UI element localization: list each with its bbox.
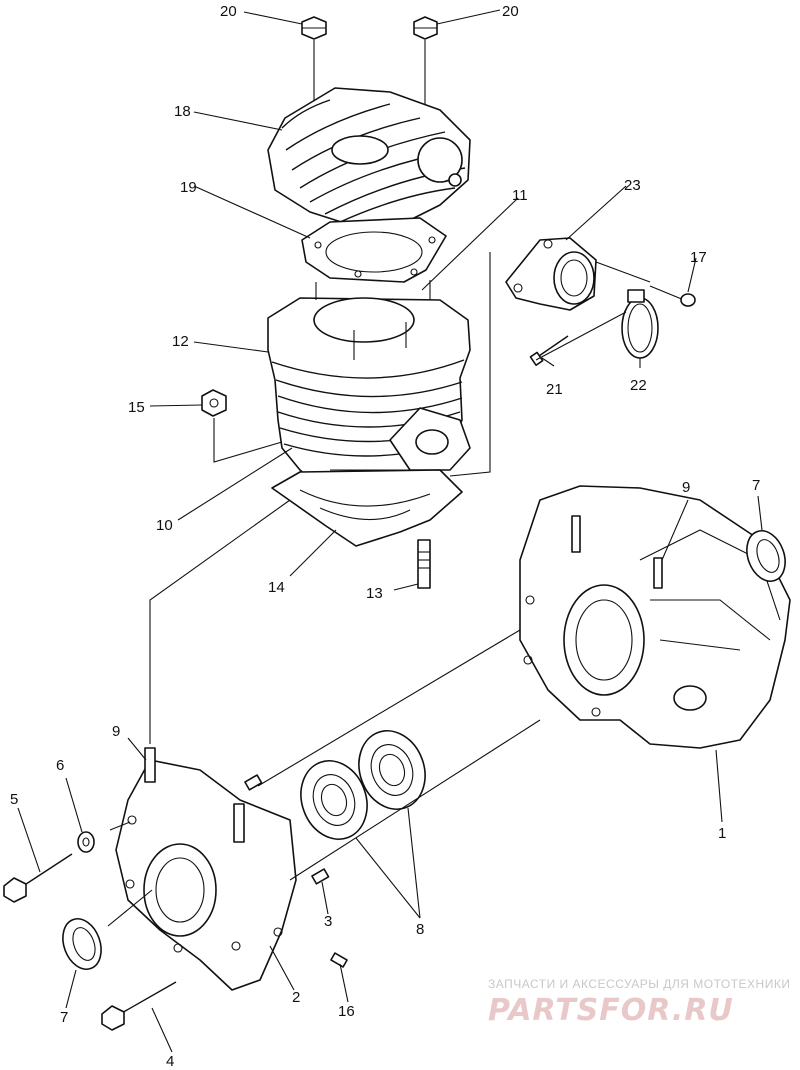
dowel-pin-top: [244, 774, 263, 791]
callout-3: 3: [324, 913, 332, 930]
washer: [77, 831, 95, 853]
hose-clamp: [621, 289, 659, 359]
callout-20-left: 20: [220, 3, 237, 20]
locating-pin: [330, 952, 348, 968]
head-nut-right: [413, 16, 438, 40]
base-gasket: [271, 469, 463, 547]
callout-11: 11: [512, 187, 528, 204]
clamp-screw: [649, 285, 696, 307]
callout-1: 1: [718, 825, 726, 842]
case-bolt: [101, 981, 177, 1031]
cylinder-head: [267, 87, 471, 229]
callout-14: 14: [268, 579, 285, 596]
long-bolt: [3, 853, 73, 903]
callout-10: 10: [156, 517, 173, 534]
callout-23: 23: [624, 177, 641, 194]
callout-21: 21: [546, 381, 563, 398]
callout-7-bottom: 7: [60, 1009, 68, 1026]
callout-13: 13: [366, 585, 383, 602]
callout-6: 6: [56, 757, 64, 774]
cylinder-stud: [417, 539, 431, 589]
callout-16: 16: [338, 1003, 355, 1020]
dowel-pin-bottom: [311, 868, 330, 885]
callout-22: 22: [630, 377, 647, 394]
crankcase-left: [115, 747, 297, 991]
head-gasket: [301, 217, 447, 283]
callout-4: 4: [166, 1053, 174, 1070]
callout-8: 8: [416, 921, 424, 938]
callout-19: 19: [180, 179, 197, 196]
head-nut-left: [301, 16, 327, 40]
oil-seal-left: [62, 918, 102, 970]
oil-seal-right: [746, 530, 786, 582]
callout-15: 15: [128, 399, 145, 416]
main-bearing-front: [300, 760, 368, 840]
callout-9-left: 9: [112, 723, 120, 740]
callout-2: 2: [292, 989, 300, 1006]
leader-lines: [17, 9, 763, 1053]
crankcase-right: [519, 485, 791, 749]
callout-20-right: 20: [502, 3, 519, 20]
callout-18: 18: [174, 103, 191, 120]
callout-7-top: 7: [752, 477, 760, 494]
callout-17: 17: [690, 249, 707, 266]
watermark-tagline: ЗАПЧАСТИ И АКСЕССУАРЫ ДЛЯ МОТОТЕХНИКИ: [488, 977, 790, 991]
watermark-logo: PARTSFOR.RU: [488, 993, 734, 1028]
callout-12: 12: [172, 333, 189, 350]
main-bearing-rear: [358, 730, 426, 810]
callout-9-right: 9: [682, 479, 690, 496]
cylinder: [267, 280, 471, 501]
intake-manifold: [505, 237, 597, 311]
callout-5: 5: [10, 791, 18, 808]
manifold-bolt: [529, 335, 569, 367]
cylinder-nut: [201, 389, 227, 417]
